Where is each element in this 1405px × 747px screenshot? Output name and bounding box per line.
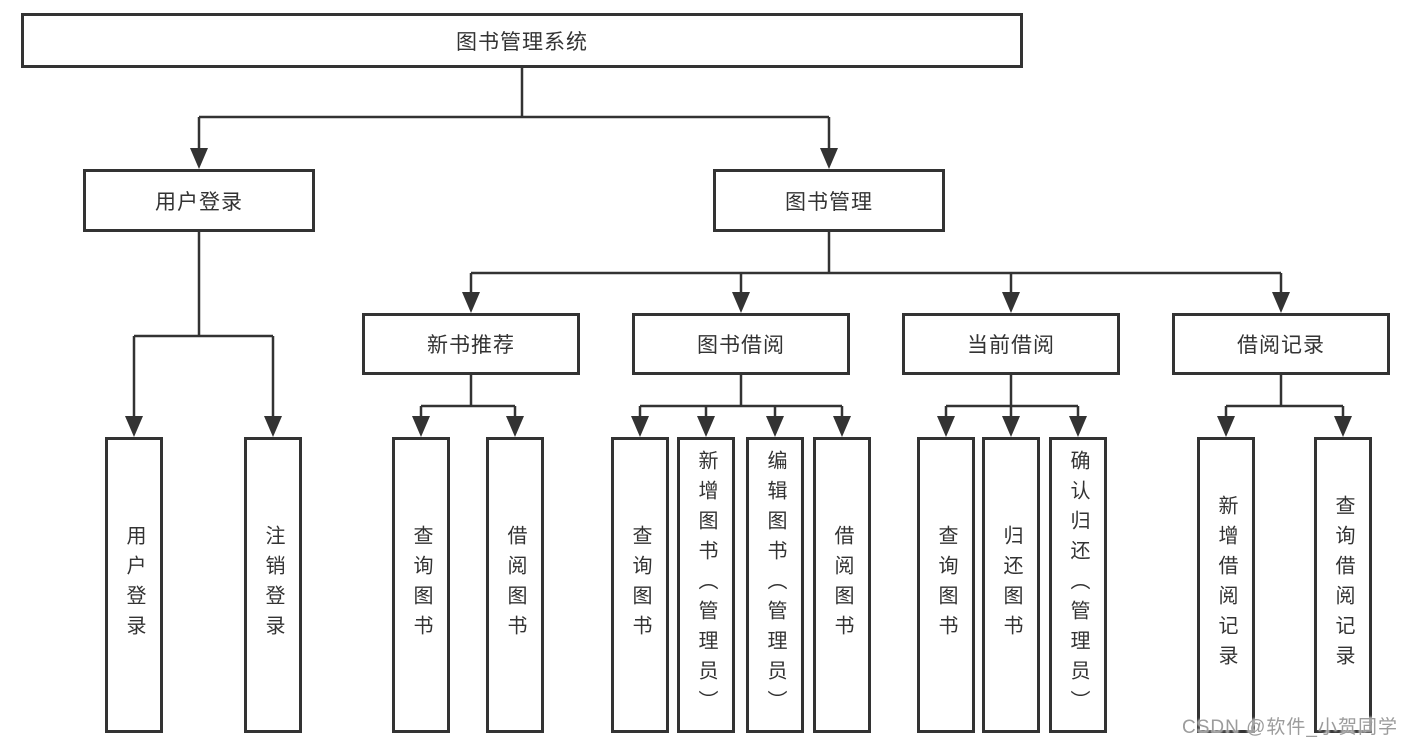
node-label: 借阅图书 xyxy=(831,525,853,645)
node-label: 借阅图书 xyxy=(504,525,526,645)
node-leaf-query-books-borrow: 查询图书 xyxy=(611,437,669,733)
node-leaf-borrow-books: 借阅图书 xyxy=(813,437,871,733)
node-label: 新增借阅记录 xyxy=(1215,495,1237,675)
node-leaf-user-login: 用户登录 xyxy=(105,437,163,733)
node-leaf-query-borrow-record: 查询借阅记录 xyxy=(1314,437,1372,733)
node-book-management: 图书管理 xyxy=(713,169,945,232)
node-label: 新增图书（管理员） xyxy=(695,450,717,720)
node-leaf-add-book-admin: 新增图书（管理员） xyxy=(677,437,735,733)
node-leaf-confirm-return-admin: 确认归还（管理员） xyxy=(1049,437,1107,733)
node-borrow-records: 借阅记录 xyxy=(1172,313,1390,375)
node-label: 图书借阅 xyxy=(697,334,785,357)
node-label: 确认归还（管理员） xyxy=(1067,450,1089,720)
node-label: 查询借阅记录 xyxy=(1332,495,1354,675)
node-label: 用户登录 xyxy=(155,190,243,214)
node-user-login: 用户登录 xyxy=(83,169,315,232)
node-library-system: 图书管理系统 xyxy=(21,13,1023,68)
arrowhead-icons xyxy=(125,148,1352,437)
node-leaf-add-borrow-record: 新增借阅记录 xyxy=(1197,437,1255,733)
node-book-borrow: 图书借阅 xyxy=(632,313,850,375)
node-label: 用户登录 xyxy=(123,525,145,645)
node-new-book-recommend: 新书推荐 xyxy=(362,313,580,375)
node-leaf-query-books-current: 查询图书 xyxy=(917,437,975,733)
node-label: 查询图书 xyxy=(629,525,651,645)
node-leaf-edit-book-admin: 编辑图书（管理员） xyxy=(746,437,804,733)
node-label: 查询图书 xyxy=(935,525,957,645)
node-label: 编辑图书（管理员） xyxy=(764,450,786,720)
node-label: 查询图书 xyxy=(410,525,432,645)
node-current-borrow: 当前借阅 xyxy=(902,313,1120,375)
node-label: 图书管理 xyxy=(785,190,873,214)
watermark: CSDN @软件_小贺同学 xyxy=(1182,717,1398,738)
node-leaf-query-books-recommend: 查询图书 xyxy=(392,437,450,733)
node-leaf-return-book: 归还图书 xyxy=(982,437,1040,733)
node-label: 当前借阅 xyxy=(967,334,1055,357)
node-leaf-borrow-books-recommend: 借阅图书 xyxy=(486,437,544,733)
node-label: 图书管理系统 xyxy=(456,30,588,54)
node-leaf-logout: 注销登录 xyxy=(244,437,302,733)
connector-path xyxy=(132,68,1345,421)
node-label: 借阅记录 xyxy=(1237,334,1325,357)
node-label: 新书推荐 xyxy=(427,334,515,357)
node-label: 注销登录 xyxy=(262,525,284,645)
node-label: 归还图书 xyxy=(1000,525,1022,645)
